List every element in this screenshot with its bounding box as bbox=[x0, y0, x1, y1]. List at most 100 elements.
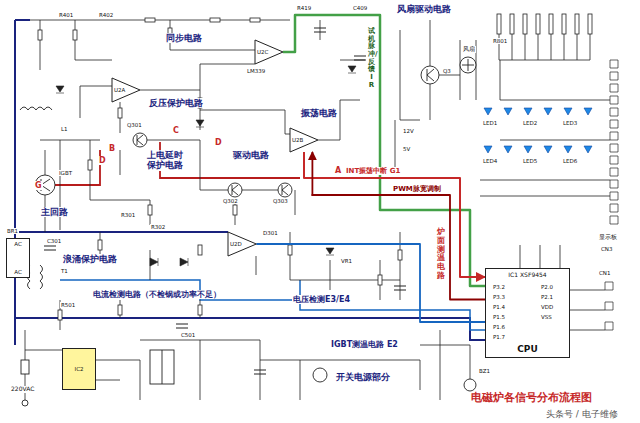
part-label: VDD bbox=[540, 304, 554, 310]
resistor-symbol bbox=[198, 245, 202, 255]
signal-connector bbox=[304, 152, 485, 277]
component-name: IC2 bbox=[75, 366, 84, 372]
main-rail-group bbox=[15, 20, 485, 345]
part-label: IGBT bbox=[58, 170, 73, 176]
part-label: P2.0 bbox=[540, 284, 554, 290]
circuit-section-label: A bbox=[334, 166, 342, 175]
part-label: R401 bbox=[58, 12, 74, 18]
part-label: P3.2 bbox=[492, 284, 506, 290]
comparator-symbol bbox=[255, 40, 283, 64]
part-label: Q303 bbox=[272, 198, 289, 204]
signal-label: INT振荡中断 G1 bbox=[345, 167, 401, 175]
resistor-symbol bbox=[378, 275, 382, 285]
part-label: LED4 bbox=[482, 158, 498, 164]
part-label: R801 bbox=[492, 38, 508, 44]
part-label: P1.7 bbox=[492, 334, 506, 340]
resistor-symbol bbox=[549, 14, 553, 34]
part-label: 显示板 bbox=[598, 234, 618, 241]
transformer-core bbox=[162, 350, 163, 384]
part-label: 风扇 bbox=[462, 46, 476, 53]
part-label: 12V bbox=[402, 128, 415, 134]
transistor-symbol bbox=[421, 66, 439, 84]
capacitor-symbol bbox=[44, 28, 406, 374]
part-label: C409 bbox=[352, 5, 368, 11]
component-box: IC1 XSF9454CPU bbox=[485, 268, 570, 358]
circuit-section-label: D bbox=[98, 156, 107, 165]
transistor-symbol bbox=[278, 183, 292, 197]
gate-signal-group bbox=[55, 142, 300, 185]
circuit-section-label: 主回路 bbox=[40, 207, 69, 217]
part-label: D301 bbox=[262, 230, 279, 236]
part-label: CN3 bbox=[600, 246, 613, 252]
resistor-symbol bbox=[250, 18, 260, 22]
wire-group bbox=[25, 20, 610, 400]
signal-connector bbox=[283, 15, 485, 286]
circuit-section-label: 电流检测电路（不检锅或功率不足） bbox=[92, 290, 222, 299]
circuit-section-label: D bbox=[214, 138, 223, 147]
signal-label: PWM脉宽调制 bbox=[392, 185, 442, 193]
resistor-symbol bbox=[210, 18, 220, 22]
part-label: P1.6 bbox=[492, 324, 506, 330]
fuse-symbol bbox=[21, 360, 29, 374]
part-label: C501 bbox=[180, 332, 196, 338]
resistor-symbol bbox=[575, 14, 579, 34]
part-label: VSS bbox=[540, 314, 553, 320]
component-name: IC1 XSF9454 bbox=[508, 272, 546, 279]
main-rail bbox=[15, 20, 485, 345]
gate-signal-wire bbox=[55, 142, 300, 185]
circuit-section-label: 反压保护电路 bbox=[148, 98, 204, 108]
resistor-symbol bbox=[58, 310, 62, 320]
part-label: P2.1 bbox=[540, 294, 554, 300]
resistor-symbol bbox=[118, 108, 122, 118]
transformer-symbol bbox=[150, 350, 174, 384]
part-label: L1 bbox=[60, 126, 69, 132]
resistor-symbol bbox=[118, 305, 122, 315]
resistor-symbol bbox=[562, 14, 566, 34]
part-label: R419 bbox=[296, 5, 312, 11]
circuit-section-label: 风扇驱动电路 bbox=[396, 4, 452, 14]
fan-blade bbox=[462, 59, 474, 71]
circuit-section-label: 同步电路 bbox=[165, 33, 203, 43]
capacitor-group bbox=[44, 28, 406, 374]
part-label: VR1 bbox=[340, 258, 353, 264]
resistor-group bbox=[38, 14, 592, 320]
part-label: 220VAC bbox=[10, 386, 35, 393]
part-label: C301 bbox=[46, 238, 62, 244]
igbt-symbol bbox=[35, 175, 55, 195]
part-label: LM339 bbox=[246, 68, 266, 74]
component-caption: AC bbox=[14, 269, 22, 275]
led-group bbox=[484, 108, 592, 153]
circuit-section-label: 电压检测E3/E4 bbox=[292, 295, 351, 304]
resistor-symbol bbox=[38, 30, 42, 40]
part-label: R402 bbox=[98, 12, 114, 18]
circuit-section-label: B bbox=[108, 144, 116, 153]
circuit-section-label: G bbox=[34, 181, 43, 190]
part-label: Q3 bbox=[442, 68, 452, 74]
component-name: U2C bbox=[257, 49, 268, 55]
resistor-symbol bbox=[398, 250, 402, 260]
part-label: P3.3 bbox=[492, 294, 506, 300]
circuit-section-label: 浪涌保护电路 bbox=[62, 254, 118, 264]
circuit-section-label: 驱动电路 bbox=[232, 150, 270, 160]
component-name: U2B bbox=[292, 137, 303, 143]
resistor-symbol bbox=[145, 18, 155, 22]
signal-connector bbox=[312, 152, 485, 300]
resistor-symbol bbox=[288, 245, 292, 255]
component-box: ACAC bbox=[6, 238, 30, 278]
part-label: 头条号 / 电子维修 bbox=[545, 409, 619, 419]
connector-pins bbox=[605, 60, 618, 330]
part-label: LED3 bbox=[562, 120, 578, 126]
circuit-section-label: IGBT测温电路 E2 bbox=[330, 340, 399, 349]
resistor-symbol bbox=[523, 14, 527, 34]
part-label: CN1 bbox=[598, 270, 611, 276]
component-caption: CPU bbox=[517, 344, 538, 354]
part-label: T1 bbox=[60, 268, 69, 274]
part-label: LED5 bbox=[522, 158, 538, 164]
part-label: BR1 bbox=[6, 228, 19, 234]
part-label: LED2 bbox=[522, 120, 538, 126]
comparator-node: U2D bbox=[228, 232, 256, 256]
circuit-section-label: 上电延时保护电路 bbox=[146, 150, 188, 171]
part-label: P1.4 bbox=[492, 304, 506, 310]
circuit-section-label: 振荡电路 bbox=[300, 108, 338, 118]
